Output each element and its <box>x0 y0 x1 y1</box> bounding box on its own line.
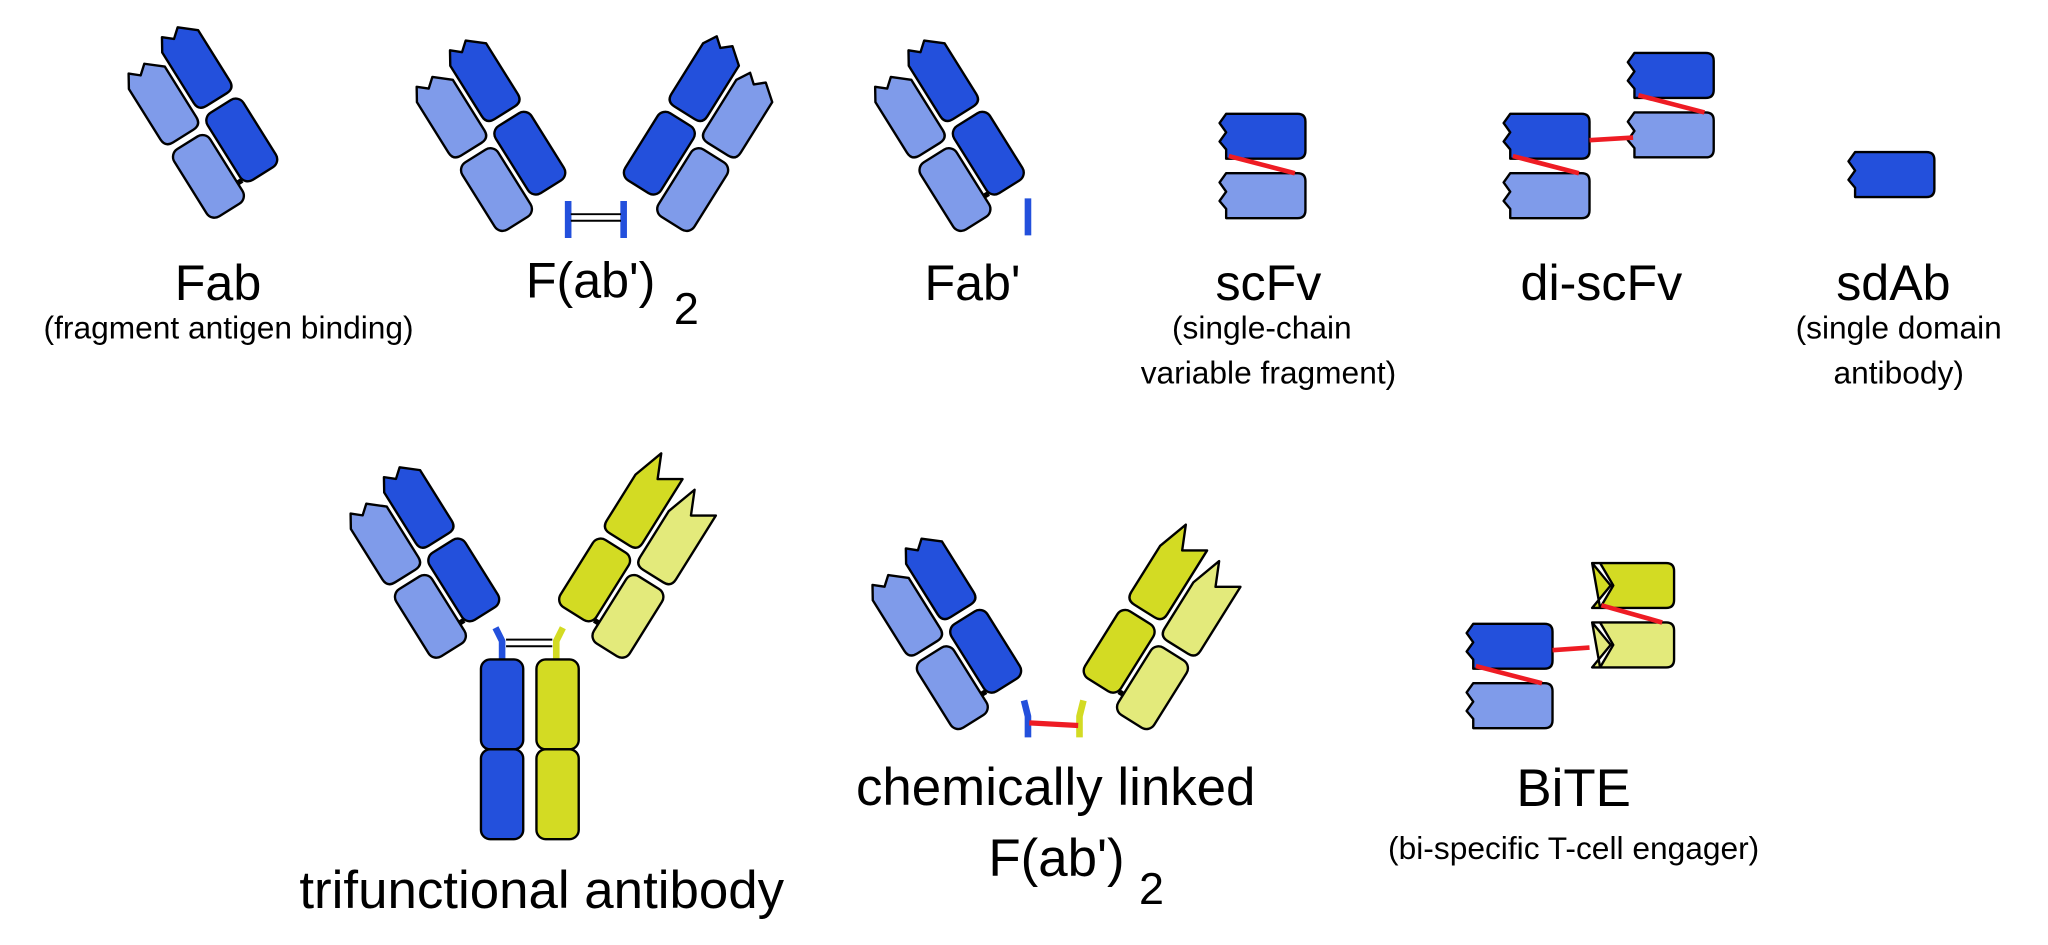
scfv-label: scFv <box>1215 255 1321 311</box>
fab2-label: F(ab') <box>526 252 656 308</box>
chemically-linked-subscript: 2 <box>1139 863 1164 914</box>
di-scfv-label: di-scFv <box>1521 255 1683 311</box>
sdab-label: sdAb <box>1836 255 1950 311</box>
bite-label: BiTE <box>1516 759 1631 818</box>
chemically-linked-label-line2: F(ab') <box>988 829 1124 888</box>
trifunctional-antibody-label: trifunctional antibody <box>299 861 784 920</box>
fab-prime-structure <box>867 30 1032 236</box>
scfv-description-line2: variable fragment) <box>1141 354 1397 390</box>
fab-label: Fab <box>175 255 261 311</box>
chemically-linked-fab2-structure <box>864 517 1248 738</box>
fab2-name: F(ab') <box>526 252 656 308</box>
fab2-structure <box>408 30 781 238</box>
chemically-linked-label-line1: chemically linked <box>856 758 1255 817</box>
scfv-description-line1: (single-chain <box>1172 309 1352 345</box>
bite-structure <box>1465 561 1676 730</box>
fab-structure <box>120 17 282 223</box>
sdab-description-line1: (single domain <box>1796 309 2002 345</box>
trifunctional-antibody-structure <box>342 446 723 841</box>
fab2-subscript: 2 <box>674 283 699 334</box>
sdab-structure <box>1847 150 1936 199</box>
chemically-linked-fab2-name: F(ab') <box>988 829 1124 888</box>
fab-description: (fragment antigen binding) <box>44 309 414 345</box>
fab-prime-label: Fab' <box>924 255 1020 311</box>
sdab-description-line2: antibody) <box>1833 354 1963 390</box>
bite-description: (bi-specific T-cell engager) <box>1388 830 1759 866</box>
scfv-structure <box>1218 112 1307 220</box>
di-scfv-structure <box>1502 51 1715 220</box>
